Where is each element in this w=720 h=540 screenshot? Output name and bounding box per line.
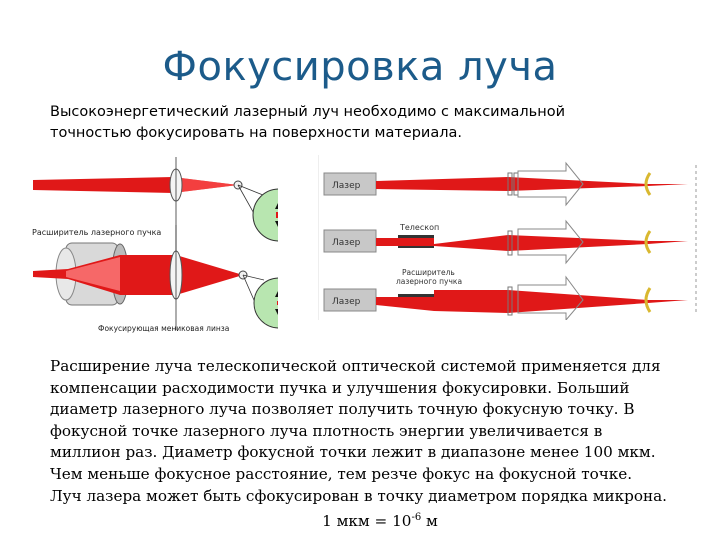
intro-line: точностью фокусировать на поверхности ма…: [50, 125, 462, 141]
telescope-label: Телескоп: [399, 223, 439, 232]
svg-text:лазерного пучка: лазерного пучка: [396, 277, 462, 286]
unit-formula: 1 мкм = 10-6 м: [322, 512, 438, 531]
body-line: компенсации расходимости пучка и улучшен…: [50, 378, 630, 397]
body-text: Расширение луча телескопической оптическ…: [50, 356, 710, 533]
intro-text: Высокоэнергетический лазерный луч необхо…: [50, 102, 690, 144]
svg-text:Лазер: Лазер: [332, 238, 361, 248]
focusing-diagram: Расширитель лазерного пучка Фокусирующая…: [28, 155, 278, 345]
body-line: Расширение луча телескопической оптическ…: [50, 357, 661, 375]
page-title: Фокусировка луча: [162, 44, 558, 90]
body-line: миллион раз. Диаметр фокусной точки лежи…: [50, 443, 656, 462]
body-line: фокусной точке лазерного луча плотность …: [50, 421, 603, 440]
svg-text:Лазер: Лазер: [332, 297, 361, 307]
body-line: Чем меньше фокусное расстояние, тем резч…: [50, 464, 633, 483]
body-line: диаметр лазерного луча позволяет получит…: [50, 400, 635, 419]
svg-text:Лазер: Лазер: [332, 181, 361, 191]
expander-label: Расширитель лазерного пучка: [32, 228, 161, 237]
focus-circle-top: [252, 188, 278, 242]
body-line: Луч лазера может быть сфокусирован в точ…: [50, 486, 667, 505]
expander-comparison-diagram: Лазер Лазер Телескоп Лазер Расширитель л…: [318, 155, 698, 320]
svg-text:Расширитель: Расширитель: [402, 268, 455, 277]
focus-circle-bottom: [253, 277, 278, 329]
lens-label: Фокусирующая мениковая линза: [98, 324, 229, 333]
intro-line: Высокоэнергетический лазерный луч необхо…: [50, 104, 565, 120]
